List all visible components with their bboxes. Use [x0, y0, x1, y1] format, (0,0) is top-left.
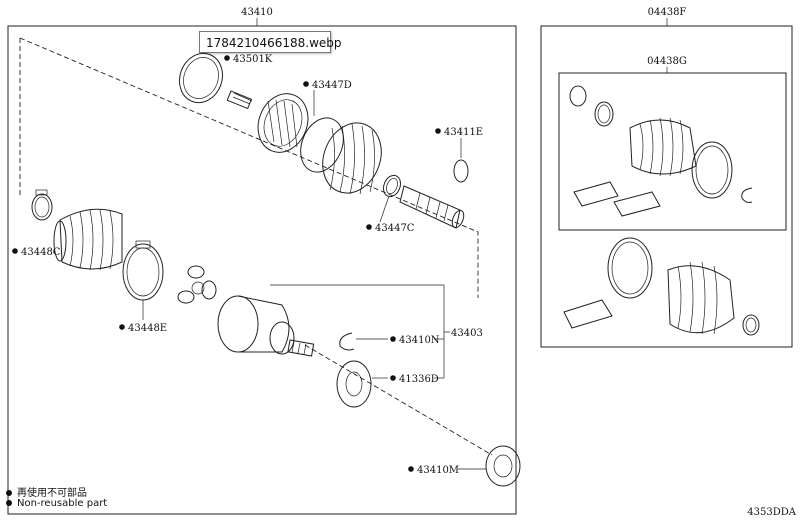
axle-shaft-end	[399, 185, 465, 229]
snap-ring-43411e	[453, 159, 469, 183]
clamp-ring-43501k	[178, 52, 224, 104]
kit-contents-outer	[563, 237, 760, 336]
legend-item-en: Non-reusable part	[6, 498, 107, 509]
label-43448c: 43448C	[21, 247, 61, 258]
label-43447c: 43447C	[375, 223, 415, 234]
label-43501k: 43501K	[233, 54, 273, 65]
label-43448e: 43448E	[128, 323, 167, 334]
assembly-frame-kit	[540, 25, 793, 348]
assembly-number-sub: 04438G	[647, 56, 687, 67]
legend-item-cn: 再使用不可部品	[6, 484, 87, 499]
assembly-frame-sub	[558, 72, 787, 231]
outer-joint-housing	[217, 295, 315, 357]
assembly-frame-main	[7, 25, 517, 515]
inner-joint-boot-43447d	[226, 90, 382, 195]
label-41336d: 41336D	[399, 374, 439, 385]
label-43403: 43403	[451, 328, 483, 339]
diagram-code: 4353DDA	[747, 507, 796, 518]
legend-text-en: Non-reusable part	[17, 498, 108, 509]
assembly-number-kit: 04438F	[648, 7, 687, 18]
legend-text-cn: 再使用不可部品	[17, 488, 87, 499]
oil-seal-43410m	[485, 445, 521, 487]
bullet-icon	[6, 490, 12, 496]
bullet-icon	[6, 500, 12, 506]
filename-tooltip: 1784210466188.webp	[199, 31, 342, 53]
label-43411e: 43411E	[444, 127, 483, 138]
label-43447d: 43447D	[312, 80, 352, 91]
boot-clamp-43448c	[31, 189, 53, 221]
kit-contents-inner	[569, 85, 753, 217]
label-43410n: 43410N	[399, 335, 440, 346]
dust-deflector-41336d	[336, 360, 372, 408]
clamp-ring-43448e	[122, 243, 164, 301]
circlip-43410n	[339, 332, 355, 351]
label-43410m: 43410M	[417, 465, 459, 476]
assembly-number-main: 43410	[241, 7, 273, 18]
tripod-joint	[177, 265, 217, 304]
outer-joint-boot	[53, 208, 123, 271]
boot-clamp-43447c	[383, 174, 401, 198]
